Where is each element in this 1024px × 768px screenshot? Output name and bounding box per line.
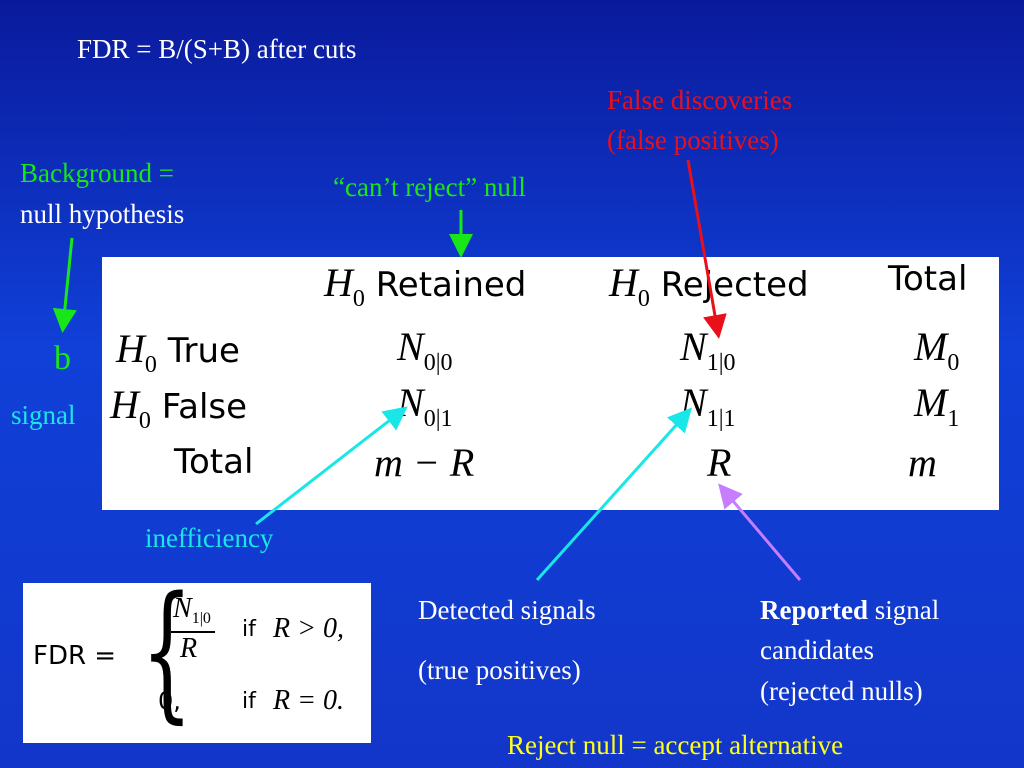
candidates-label: candidates: [760, 635, 874, 665]
fdr-lhs: FDR =: [33, 641, 117, 671]
reported-signal-label: Reported signal: [760, 595, 940, 625]
fraction-bar: [171, 631, 215, 633]
case2-if: if: [242, 689, 256, 714]
cell-r: R: [707, 440, 732, 485]
false-discoveries-label: False discoveries: [607, 85, 793, 115]
cell-m-minus-r: m − R: [374, 440, 475, 485]
rejected-nulls-label: (rejected nulls): [760, 676, 923, 706]
cell-m: m: [908, 440, 937, 485]
case2-value: 0,: [158, 687, 181, 715]
col-header-total: Total: [888, 259, 968, 299]
cell-n10: N1|0: [680, 324, 736, 376]
case1-expr: R > 0,: [273, 613, 344, 644]
detected-signals-label: Detected signals: [418, 595, 596, 625]
arrow-background: [52, 237, 77, 333]
case2-expr: R = 0.: [273, 685, 344, 716]
cell-n11: N1|1: [680, 380, 736, 432]
cell-m0: M0: [914, 324, 960, 376]
cell-n01: N0|1: [397, 380, 453, 432]
col-header-retained: H0 Retained: [324, 260, 527, 312]
inefficiency-label: inefficiency: [145, 523, 274, 553]
col-header-rejected: H0 Rejected: [609, 260, 809, 312]
slide-title: FDR = B/(S+B) after cuts: [77, 34, 357, 64]
fraction-numerator: N1|0: [173, 593, 211, 627]
hypothesis-table: H0 Retained H0 Rejected Total H0 True N0…: [102, 257, 999, 510]
cant-reject-null-label: “can’t reject” null: [333, 172, 526, 202]
background-label: Background =: [20, 158, 174, 188]
signal-label: signal: [11, 400, 76, 430]
b-symbol: b: [54, 340, 71, 377]
row-label-h0-false: H0 False: [110, 382, 248, 434]
row-label-total: Total: [174, 442, 254, 482]
row-label-h0-true: H0 True: [116, 326, 240, 378]
false-positives-label: (false positives): [607, 125, 779, 155]
fdr-formula: FDR = { N1|0 R if R > 0, 0, if R = 0.: [23, 577, 371, 743]
true-positives-label: (true positives): [418, 655, 581, 685]
null-hypothesis-label: null hypothesis: [20, 199, 185, 229]
cell-m1: M1: [914, 380, 960, 432]
case1-if: if: [242, 617, 256, 642]
cell-n00: N0|0: [397, 324, 453, 376]
reject-null-label: Reject null = accept alternative: [507, 730, 844, 760]
brace: {: [141, 565, 193, 737]
fraction-denominator: R: [180, 633, 198, 664]
